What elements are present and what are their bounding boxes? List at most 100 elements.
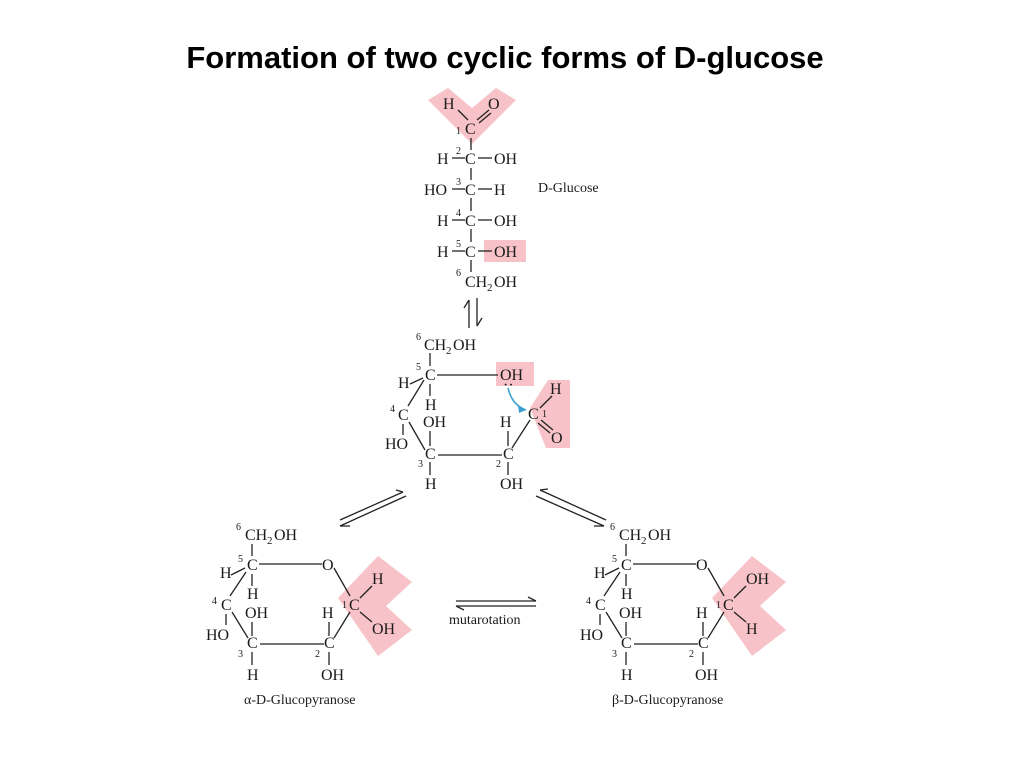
d-glucose-label: D-Glucose: [538, 181, 599, 196]
carbon-number-1: 1: [342, 600, 347, 611]
atom-h: H: [437, 213, 449, 230]
atom-c5: C: [621, 557, 632, 574]
carbon-number-5: 5: [416, 362, 421, 373]
carbon-number-1: 1: [716, 600, 721, 611]
atom-oh: OH: [494, 244, 518, 261]
carbon-number-4: 4: [212, 596, 217, 607]
atom-oh: OH: [695, 667, 719, 684]
ch2oh-group: CH 2 OH: [245, 527, 298, 547]
cyclization-intermediate: 6 CH 2 OH 5 C OH ·· H H 4 C HO OH 3 C H …: [385, 332, 570, 493]
atom-h: H: [550, 381, 562, 398]
atom-c5: C: [247, 557, 258, 574]
anomeric-oh: OH: [746, 571, 770, 588]
carbon-number-6: 6: [236, 522, 241, 533]
lone-pair: ··: [503, 377, 514, 394]
anomeric-oh: OH: [372, 621, 396, 638]
atom-h: H: [594, 565, 606, 582]
atom-c5: C: [425, 367, 436, 384]
carbon-number-2: 2: [456, 146, 461, 157]
atom-oh: OH: [423, 414, 447, 431]
c5-hydroxyl-highlight: [484, 240, 526, 262]
carbon-number-5: 5: [456, 239, 461, 250]
beta-anomeric-highlight: [712, 556, 786, 656]
slide-title: Formation of two cyclic forms of D-gluco…: [186, 40, 824, 75]
atom-o: O: [488, 96, 500, 113]
alpha-label: α-D-Glucopyranose: [244, 693, 356, 708]
atom-c3: C: [425, 446, 436, 463]
alpha-anomeric-highlight: [338, 556, 412, 656]
carbon-number-5: 5: [612, 554, 617, 565]
c5-oh-highlight: [496, 362, 534, 386]
equilibrium-arrow-vertical: [463, 298, 483, 328]
ch2oh-group: CH 2 OH: [619, 527, 672, 547]
carbon-number-4: 4: [390, 404, 395, 415]
beta-label: β-D-Glucopyranose: [612, 693, 723, 708]
atom-c1: C: [528, 406, 539, 423]
atom-c4: C: [595, 597, 606, 614]
atom-o: O: [551, 430, 563, 447]
atom-c4: C: [398, 407, 409, 424]
mutarotation-label: mutarotation: [449, 613, 521, 628]
carbon-number-2: 2: [496, 459, 501, 470]
equilibrium-arrow-right: [535, 488, 607, 527]
carbon-number-3: 3: [238, 649, 243, 660]
atom-h: H: [494, 182, 506, 199]
atom-h: H: [746, 621, 758, 638]
atom-h: H: [425, 476, 437, 493]
atom-c2: C: [503, 446, 514, 463]
atom-oh: OH: [494, 151, 518, 168]
ring-oxygen: O: [696, 557, 708, 574]
carbon-number-6: 6: [610, 522, 615, 533]
atom-oh: OH: [494, 213, 518, 230]
svg-text:CH: CH: [245, 527, 268, 544]
atom-c2: C: [698, 635, 709, 652]
carbon-number-2: 2: [315, 649, 320, 660]
atom-c1: C: [349, 597, 360, 614]
atom-h: H: [247, 667, 259, 684]
atom-ho: HO: [206, 627, 229, 644]
atom-c3: C: [465, 182, 476, 199]
carbon-number-3: 3: [612, 649, 617, 660]
carbon-number-6: 6: [416, 332, 421, 343]
mutarotation-arrow: mutarotation: [449, 596, 537, 628]
carbon-number-3: 3: [456, 177, 461, 188]
atom-ho: HO: [580, 627, 603, 644]
atom-h: H: [437, 244, 449, 261]
atom-h: H: [398, 375, 410, 392]
ch2oh-group: CH 2 OH: [465, 274, 518, 294]
aldehyde-highlight: [428, 88, 516, 144]
svg-text:CH: CH: [465, 274, 488, 291]
atom-c4: C: [465, 213, 476, 230]
atom-h: H: [437, 151, 449, 168]
svg-text:2: 2: [641, 535, 647, 547]
svg-text:OH: OH: [648, 527, 672, 544]
atom-c1: C: [465, 121, 476, 138]
atom-c4: C: [221, 597, 232, 614]
svg-text:CH: CH: [424, 337, 447, 354]
atom-h: H: [443, 96, 455, 113]
svg-text:OH: OH: [453, 337, 477, 354]
atom-ho: HO: [385, 436, 408, 453]
atom-oh: OH: [245, 605, 269, 622]
atom-h: H: [621, 667, 633, 684]
atom-c1: C: [723, 597, 734, 614]
atom-oh: OH: [321, 667, 345, 684]
atom-c2: C: [465, 151, 476, 168]
ring-oxygen: O: [322, 557, 334, 574]
atom-c2: C: [324, 635, 335, 652]
carbon-number-1: 1: [542, 409, 547, 420]
open-chain-glucose: H O 1 C H 2 C OH HO 3 C H H 4 C OH H 5 C…: [424, 88, 599, 294]
c1-aldehyde-highlight: [530, 380, 570, 448]
atom-h: H: [247, 586, 259, 603]
carbon-number-1: 1: [456, 126, 461, 137]
carbon-number-5: 5: [238, 554, 243, 565]
atom-c3: C: [621, 635, 632, 652]
attack-arrowhead: [518, 405, 526, 413]
carbon-number-2: 2: [689, 649, 694, 660]
equilibrium-arrow-left: [339, 489, 407, 527]
alpha-glucopyranose: 6 CH 2 OH 5 C O H H 4 C HO OH 3 C H H 2 …: [206, 522, 412, 708]
atom-h: H: [696, 605, 708, 622]
atom-oh: OH: [500, 367, 524, 384]
atom-h: H: [621, 586, 633, 603]
